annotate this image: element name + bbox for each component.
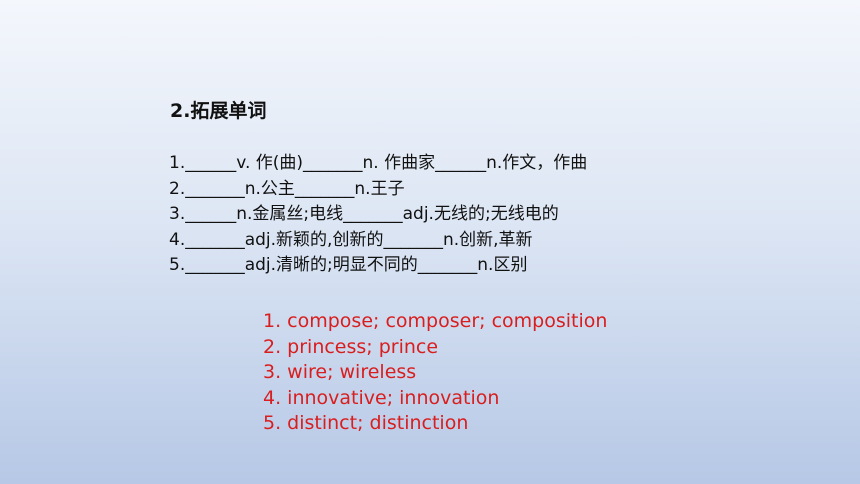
answer-line-1: 1. compose; composer; composition (263, 310, 608, 332)
exercise-line-3: 3.______n.金属丝;电线_______adj.无线的;无线电的 (169, 204, 559, 224)
answer-line-2: 2. princess; prince (263, 335, 439, 358)
exercise-line-1: 1.______v. 作(曲)_______n. 作曲家______n.作文，作… (169, 153, 588, 173)
exercise-line-4: 4._______adj.新颖的,创新的_______n.创新,革新 (169, 229, 533, 250)
exercise-line-5: 5._______adj.清晰的;明显不同的_______n.区别 (169, 255, 528, 275)
answer-line-5: 5. distinct; distinction (263, 412, 469, 434)
answer-list: 1. compose; composer; composition 2. pri… (263, 309, 607, 437)
exercise-line-2: 2._______n.公主_______n.王子 (169, 178, 405, 199)
section-heading: 2.拓展单词 (170, 100, 267, 122)
exercise-list: 1.______v. 作(曲)_______n. 作曲家______n.作文，作… (169, 151, 587, 279)
answer-line-4: 4. innovative; innovation (263, 386, 500, 409)
answer-line-3: 3. wire; wireless (263, 361, 417, 383)
